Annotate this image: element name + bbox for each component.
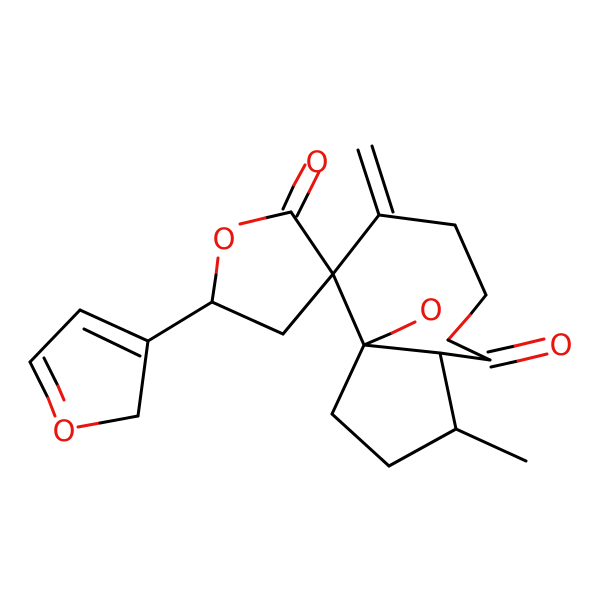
bond-bridgehead-oxygen-a [362,331,394,347]
bond-furan-c5-o-inner-b [56,384,66,402]
bond-bridgehead-oxygen-b [390,320,417,335]
bond-c-methylene-ch2 [377,213,457,227]
bond-furan-c5-o-inner-a [42,356,60,388]
bond-c2-oring-a [263,210,293,220]
bond-spiro-c-methylene [331,213,381,276]
atom-o-ring-lactone: O [213,222,236,256]
bond-methylene-double-a [356,148,381,217]
bond-c5-c4 [210,300,285,336]
bond-ch2-c-ketone-tail [446,338,492,362]
atom-o-carbonyl-bridge: O [550,328,573,362]
bond-c2-carbonyl-d [307,170,321,194]
bond-ketone-double-c [489,359,520,369]
bond-methylene-double-b [370,144,395,214]
bond-furan-c5-c5b [28,360,50,400]
bond-ch2-ch2-lower [330,412,391,468]
lactone-ring [146,163,335,343]
bond-ch2-ch2 [453,223,488,297]
bond-c2-carbonyl-c [295,190,311,218]
bond-furan-c3-c4-inner [82,327,142,358]
bond-furan-c4-c5 [28,308,82,364]
atom-o-furan: O [53,414,76,448]
bond-furan-o-c2b [98,414,140,425]
bond-ch2-quaternary [387,427,458,468]
bond-spiro-c2 [289,210,335,276]
bond-furan-c5-o [46,396,57,418]
atom-o-bridge: O [420,293,443,327]
bond-furan-to-lactone [146,300,214,343]
bond-c2-carbonyl-a [281,183,296,211]
furan-ring [28,308,150,429]
atom-labels: O O O O O [53,145,573,448]
bond-furan-o-c2a [76,421,102,429]
bond-furan-c3-c4 [78,308,150,343]
bond-c2-oring-b [238,216,267,226]
bond-ketone-double-b [513,337,546,348]
atom-o-carbonyl-lactone: O [306,145,329,179]
bond-c2-carbonyl-b [292,163,307,187]
bond-oring-c5-b [210,273,218,304]
bond-ch2-c-ketone-o [446,313,472,342]
bond-quaternary-methyl [454,427,528,463]
bond-spiro-bridgehead [331,272,366,347]
bridged-system [330,320,549,468]
bond-furan-c2-c3 [136,339,150,418]
bond-bridgehead-carbonyl-c [362,343,442,355]
bond-carbonyl-c-ketone-c [438,351,492,362]
bond-bridgehead-ch2 [330,343,366,416]
bond-ketone-double-a [486,344,517,354]
bond-carbonyl-c-quaternary [438,351,458,431]
bond-ketone-double-d [516,352,549,363]
bond-oring-c5-a [214,256,220,277]
bond-ch2-c-ketone [468,293,488,317]
cyclohexane-ring [331,144,492,362]
bond-c4-spiro [281,272,335,336]
